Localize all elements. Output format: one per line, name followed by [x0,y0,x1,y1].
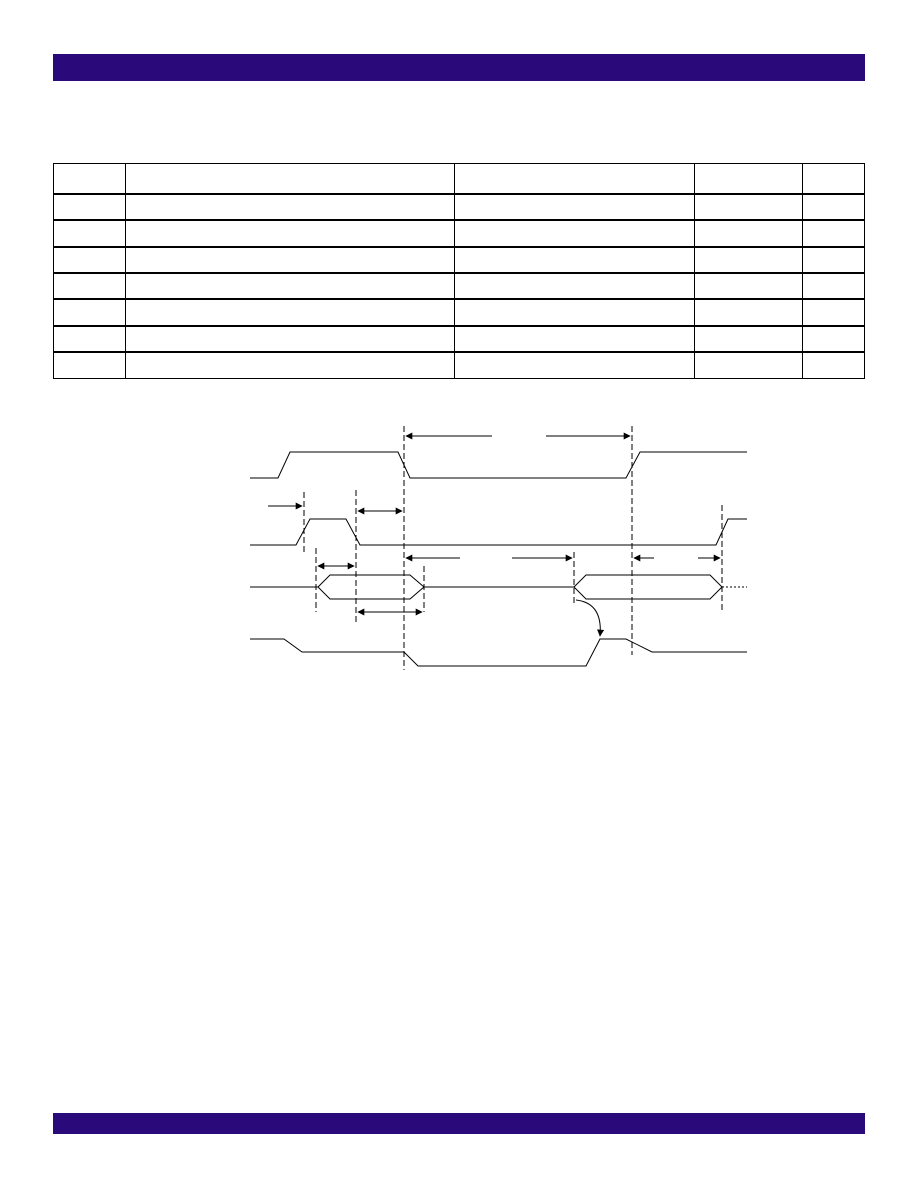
table-cell [125,351,455,380]
table-row [53,245,865,274]
table-row [53,351,865,380]
signal-waveform-4 [250,638,747,667]
table-cell [802,192,865,221]
table-cell [53,245,126,274]
table-cell [694,351,803,380]
table-cell [802,245,865,274]
table-row [53,298,865,327]
table-cell [802,351,865,380]
table-cell [125,192,455,221]
table-cell [802,219,865,248]
header-cell-parameter [125,162,455,195]
header-cell-symbol [53,162,126,195]
table-cell [125,298,455,327]
table-cell [454,298,695,327]
reference-lines [303,426,723,670]
table-cell [802,271,865,300]
table-cell [802,298,865,327]
header-band [53,54,865,81]
table-cell [694,192,803,221]
table-row [53,192,865,221]
table-cell [125,219,455,248]
signal-waveform-1 [250,451,747,479]
table-cell [694,324,803,353]
table-cell [53,192,126,221]
table-row [53,324,865,353]
table-cell [454,192,695,221]
table-cell [454,351,695,380]
table-cell [454,245,695,274]
timing-arrow-curved-cause [575,599,605,637]
bus-valid-window-1 [317,574,425,600]
table-cell [694,298,803,327]
table-cell [802,324,865,353]
footer-band [53,1113,865,1134]
timing-parameters-table [53,162,865,380]
bus-valid-window-2 [573,574,723,600]
signal-waveform-2 [250,518,747,546]
table-cell [454,219,695,248]
table-cell [53,351,126,380]
